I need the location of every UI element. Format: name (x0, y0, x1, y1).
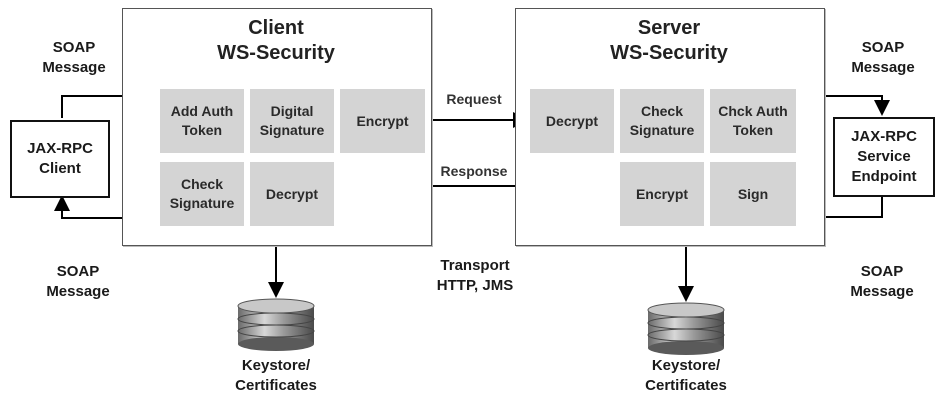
client-title: Client WS-Security (217, 17, 335, 64)
transport-label: Transport HTTP, JMS (436, 257, 514, 294)
soap-message-label-top-left: SOAP Message (42, 39, 106, 76)
client-decrypt-step: Decrypt (250, 162, 334, 226)
soap-message-label-bottom-left: SOAP Message (46, 263, 110, 300)
server-keystore-label: Keystore/ Certificates (645, 357, 727, 394)
sign-step: Sign (710, 162, 796, 226)
client-database-icon (237, 298, 315, 351)
client-keystore-label: Keystore/ Certificates (235, 357, 317, 394)
check-auth-token-step: Chck Auth Token (710, 89, 796, 153)
request-label: Request (446, 91, 502, 107)
soap-message-label-bottom-right: SOAP Message (850, 263, 914, 300)
server-check-signature-step: Check Signature (620, 89, 704, 153)
response-label: Response (440, 163, 508, 179)
soap-message-label-top-right: SOAP Message (851, 39, 915, 76)
jax-rpc-service-endpoint-box: JAX-RPC Service Endpoint (833, 117, 935, 197)
client-encrypt-step: Encrypt (340, 89, 425, 153)
digital-signature-step: Digital Signature (250, 89, 334, 153)
add-auth-token-step: Add Auth Token (160, 89, 244, 153)
client-check-signature-step: Check Signature (160, 162, 244, 226)
server-encrypt-step: Encrypt (620, 162, 704, 226)
server-decrypt-step: Decrypt (530, 89, 614, 153)
server-title: Server WS-Security (610, 17, 728, 64)
jax-rpc-client-box: JAX-RPC Client (10, 120, 110, 198)
server-database-icon (647, 302, 725, 355)
